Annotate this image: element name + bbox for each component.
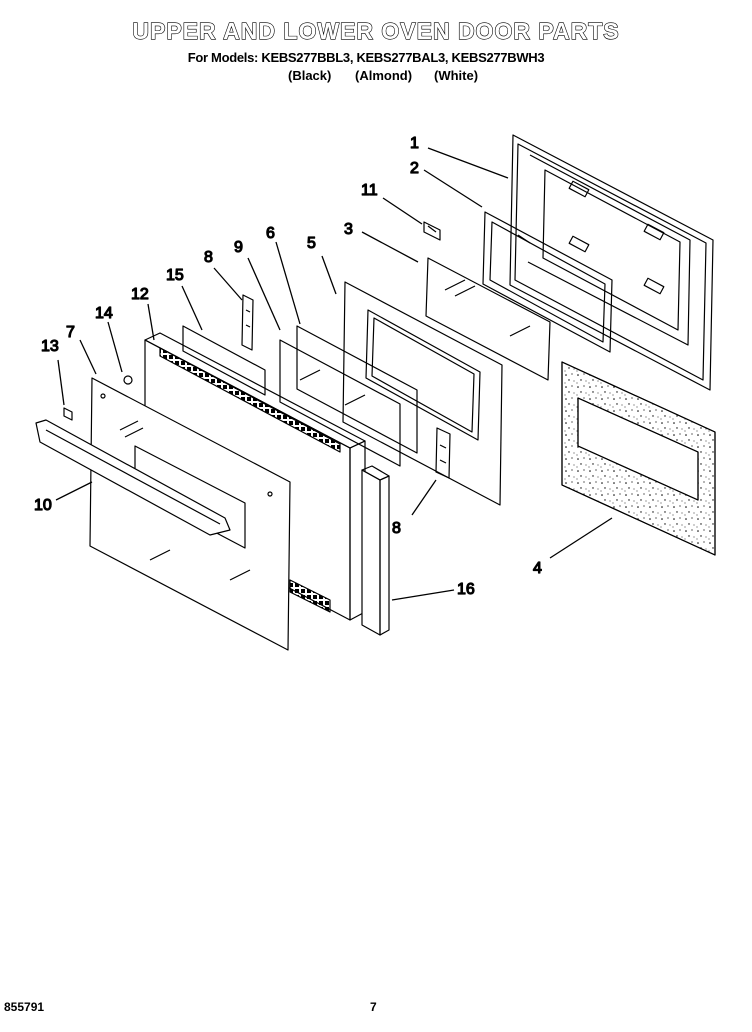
part-13-end-cap — [63, 407, 73, 421]
part-15-glass — [182, 325, 266, 396]
callout-5: 5 — [307, 235, 316, 252]
part-10-handle — [35, 419, 231, 536]
color-white: (White) — [434, 68, 479, 83]
color-black: (Black) — [288, 68, 332, 83]
part-4-insulation — [561, 361, 716, 556]
part-9-glass — [279, 339, 401, 467]
callout-6: 6 — [266, 225, 275, 242]
callout-12: 12 — [131, 286, 149, 303]
callout-4: 4 — [533, 560, 542, 577]
callout-1: 1 — [410, 135, 419, 152]
part-8-bracket-upper — [241, 294, 254, 351]
part-6-glass — [296, 325, 418, 454]
part-16-side-trim — [361, 465, 390, 636]
part-3-inner-glass — [425, 257, 551, 381]
callout-2: 2 — [410, 160, 419, 177]
models-line: For Models: KEBS277BBL3, KEBS277BAL3, KE… — [187, 50, 545, 65]
part-5-inner-panel — [342, 281, 503, 506]
callout-13: 13 — [41, 338, 59, 355]
page-title: UPPER AND LOWER OVEN DOOR PARTS — [132, 17, 620, 44]
part-11-clip — [423, 221, 441, 241]
callout-9: 9 — [234, 239, 243, 256]
callout-10: 10 — [34, 497, 52, 514]
part-14-spacer — [123, 375, 133, 385]
color-almond: (Almond) — [355, 68, 413, 83]
callout-8-upper: 8 — [204, 249, 213, 266]
callout-3: 3 — [344, 221, 353, 238]
callout-15: 15 — [166, 267, 184, 284]
part-1-inner-door-liner — [509, 134, 714, 391]
part-8-bracket-lower — [435, 427, 451, 479]
leader-lines — [55, 147, 613, 601]
callout-14: 14 — [95, 305, 113, 322]
callout-16: 16 — [457, 581, 475, 598]
callout-7: 7 — [66, 324, 75, 341]
callout-11: 11 — [361, 182, 378, 199]
page-number: 7 — [370, 1000, 377, 1014]
document-number: 855791 — [4, 1000, 45, 1014]
part-2-window-frame — [482, 211, 613, 353]
callout-8-lower: 8 — [392, 520, 401, 537]
